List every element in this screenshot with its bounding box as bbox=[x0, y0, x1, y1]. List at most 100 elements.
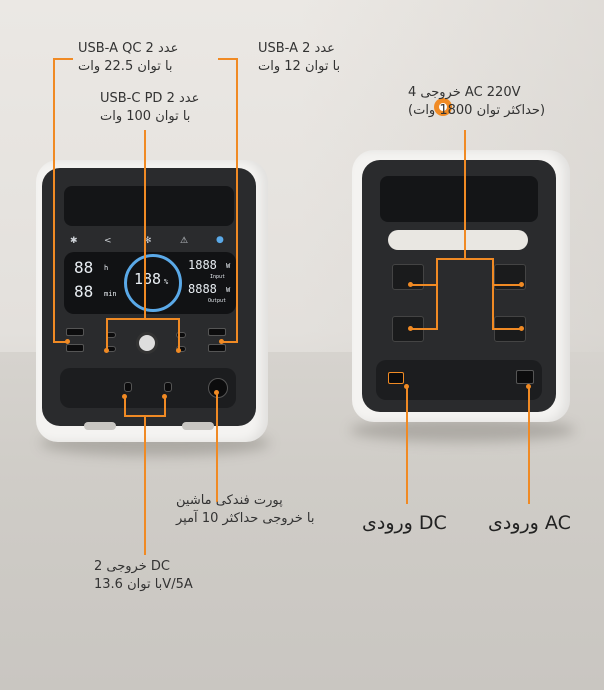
dot-dc-out-1 bbox=[122, 394, 127, 399]
label-dc-in: ورودی DC bbox=[362, 512, 447, 534]
drop-icon: ● bbox=[216, 235, 224, 245]
top-handle-slot bbox=[64, 186, 234, 226]
label-ac-in: ورودی AC bbox=[488, 512, 571, 534]
leader-car-port bbox=[216, 392, 218, 502]
leader-usb-a-qc-h bbox=[53, 58, 73, 60]
label-car-port-line1: پورت فندکی ماشین bbox=[176, 493, 283, 508]
brand-logo-icon bbox=[432, 96, 454, 118]
label-dc-out: 2 خروجی DC با توان 13.6V/5A bbox=[94, 558, 193, 594]
usb-a-port-1 bbox=[208, 328, 226, 336]
dot-dc-out-2 bbox=[162, 394, 167, 399]
lcd-input-label: Input bbox=[210, 274, 226, 280]
dot-usb-c-1 bbox=[104, 348, 109, 353]
leader-ac-out-right bbox=[492, 258, 494, 328]
leader-usb-c-bracket bbox=[106, 318, 180, 320]
right-foot bbox=[182, 422, 214, 430]
dot-dc-in bbox=[404, 384, 409, 389]
left-foot bbox=[84, 422, 116, 430]
power-station-front: ✱ < ✻ ⚠ ● 88 h 88 min 188 % 1888 W Input… bbox=[36, 160, 268, 442]
lcd-left-top-unit: h bbox=[104, 264, 109, 272]
leader-ac-out-br bbox=[492, 328, 522, 330]
leader-dc-out-left bbox=[124, 396, 126, 416]
label-usb-a-line1: USB-A 2 عدد bbox=[258, 41, 335, 56]
dot-usb-a bbox=[219, 339, 224, 344]
power-button[interactable] bbox=[136, 332, 158, 354]
lcd-center-unit: % bbox=[164, 278, 169, 286]
dot-ac-4 bbox=[519, 326, 524, 331]
leader-usb-a-qc-bracket bbox=[53, 341, 67, 343]
lcd-left-bottom-unit: min bbox=[104, 290, 117, 298]
label-usb-a: USB-A 2 عدد با توان 12 وات bbox=[258, 40, 340, 76]
leader-usb-a bbox=[236, 58, 238, 343]
bluetooth-icon: ✱ bbox=[70, 236, 78, 246]
battery-ring bbox=[124, 254, 182, 312]
label-usb-a-qc-line2: با توان 22.5 وات bbox=[78, 59, 173, 74]
leader-ac-out-left bbox=[436, 258, 438, 328]
leader-dc-in bbox=[406, 386, 408, 504]
leader-usb-c bbox=[144, 130, 146, 320]
usb-c-port-3 bbox=[176, 332, 186, 338]
lcd-left-top: 88 bbox=[74, 258, 94, 277]
lower-port-panel bbox=[60, 368, 236, 408]
right-device-shadow bbox=[350, 418, 575, 442]
label-car-port: پورت فندکی ماشین با خروجی حداکثر 10 آمپر bbox=[176, 492, 314, 528]
leader-usb-a-h bbox=[218, 58, 238, 60]
label-usb-c-pd-line1: USB-C PD 2 عدد bbox=[100, 91, 200, 106]
label-dc-out-line1: 2 خروجی DC bbox=[94, 559, 170, 574]
lcd-right-top-unit: W bbox=[226, 262, 231, 270]
label-car-port-line2: با خروجی حداکثر 10 آمپر bbox=[176, 511, 315, 526]
dot-ac-1 bbox=[408, 282, 413, 287]
leader-ac-out bbox=[464, 130, 466, 258]
leader-dc-out-right bbox=[164, 396, 166, 416]
rear-panel bbox=[362, 160, 556, 412]
leader-ac-out-bl bbox=[410, 328, 438, 330]
front-panel: ✱ < ✻ ⚠ ● 88 h 88 min 188 % 1888 W Input… bbox=[42, 168, 256, 426]
leader-ac-out-h bbox=[436, 258, 494, 260]
label-usb-c-pd-line2: با توان 100 وات bbox=[100, 109, 191, 124]
dc-output-port-1 bbox=[124, 382, 132, 392]
label-ac-out: 4 خروجی AC 220V (حداکثر توان 1800 وات) bbox=[408, 84, 545, 120]
lcd-left-bottom: 88 bbox=[74, 282, 94, 301]
leader-ac-in bbox=[528, 386, 530, 504]
lcd-output-label: Output bbox=[208, 298, 227, 304]
leader-dc-out-bracket bbox=[124, 415, 166, 417]
leader-usb-a-qc bbox=[53, 58, 55, 343]
rear-handle-slot bbox=[380, 176, 538, 222]
lcd-right-bottom: 8888 bbox=[188, 282, 217, 296]
lcd-center: 188 bbox=[134, 270, 162, 288]
label-usb-a-qc: USB-A QC 2 عدد با توان 22.5 وات bbox=[78, 40, 178, 76]
lcd-screen: 88 h 88 min 188 % 1888 W Input 8888 W Ou… bbox=[64, 252, 236, 314]
leader-usb-c-left bbox=[106, 318, 108, 350]
label-dc-out-line2: با توان 13.6V/5A bbox=[94, 577, 193, 592]
usb-a-qc-port-1 bbox=[66, 328, 84, 336]
fan-icon: ✻ bbox=[144, 236, 152, 246]
car-socket-port bbox=[208, 378, 228, 398]
dot-ac-3 bbox=[408, 326, 413, 331]
warning-icon: ⚠ bbox=[180, 236, 189, 246]
leader-usb-c-right bbox=[178, 318, 180, 350]
lcd-right-top: 1888 bbox=[188, 258, 217, 272]
dot-car-port bbox=[214, 390, 219, 395]
dot-usb-c-2 bbox=[176, 348, 181, 353]
leader-usb-a-bracket bbox=[222, 341, 236, 343]
leader-ac-out-tr bbox=[492, 284, 522, 286]
label-usb-a-qc-line1: USB-A QC 2 عدد bbox=[78, 41, 179, 56]
dot-ac-in bbox=[526, 384, 531, 389]
leader-ac-out-tl bbox=[410, 284, 438, 286]
lcd-right-bottom-unit: W bbox=[226, 286, 231, 294]
label-ac-out-line2: (حداکثر توان 1800 وات) bbox=[408, 103, 546, 118]
power-station-rear bbox=[352, 150, 570, 422]
rear-light-bar bbox=[388, 230, 528, 250]
dot-ac-2 bbox=[519, 282, 524, 287]
leader-dc-out bbox=[144, 415, 146, 555]
label-usb-a-line2: با توان 12 وات bbox=[258, 59, 341, 74]
ac-input-port bbox=[516, 370, 534, 384]
dot-usb-a-qc bbox=[65, 339, 70, 344]
label-usb-c-pd: USB-C PD 2 عدد با توان 100 وات bbox=[100, 90, 199, 126]
usb-a-port-2 bbox=[208, 344, 226, 352]
label-ac-out-line1: 4 خروجی AC 220V bbox=[408, 85, 521, 100]
dc-output-port-2 bbox=[164, 382, 172, 392]
share-icon: < bbox=[104, 236, 112, 246]
dc-input-port bbox=[388, 372, 404, 384]
